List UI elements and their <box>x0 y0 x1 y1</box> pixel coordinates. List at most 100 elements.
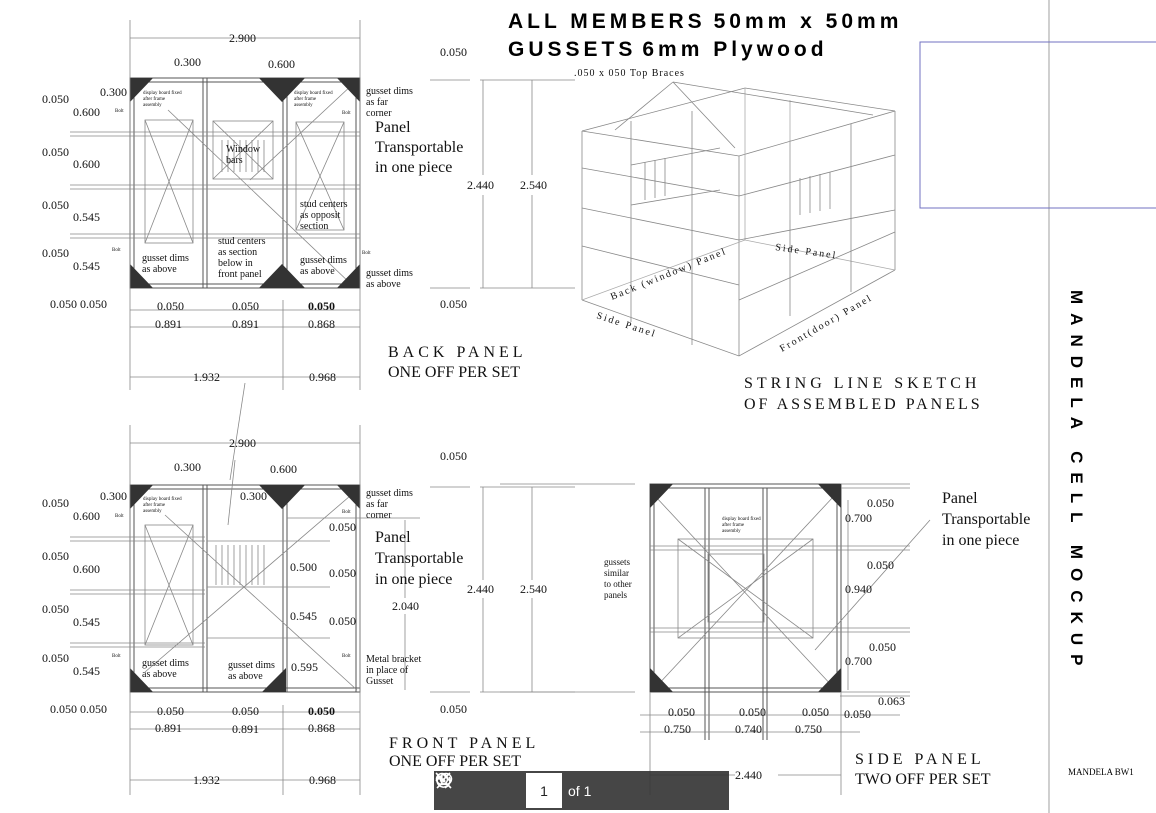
svg-text:2.440: 2.440 <box>467 178 494 192</box>
svg-text:Bolt: Bolt <box>115 109 124 114</box>
svg-text:0.891: 0.891 <box>232 722 259 736</box>
svg-text:0.891: 0.891 <box>232 317 259 331</box>
drawing-number: MANDELA BW1 <box>1068 767 1134 777</box>
svg-text:Bolt: Bolt <box>115 514 124 519</box>
front-panel-drawing <box>70 382 575 795</box>
project-title: MANDELA CELL MOCKUP <box>1067 290 1086 674</box>
svg-text:0.968: 0.968 <box>309 370 336 384</box>
svg-text:0.600: 0.600 <box>73 509 100 523</box>
front-panel-dimensions: 2.900 0.300 0.600 0.300 0.300 0.050 0.60… <box>42 436 547 787</box>
side-panel-right-label: Side Panel <box>775 242 838 262</box>
svg-text:0.050 0.050: 0.050 0.050 <box>50 297 107 311</box>
back-panel-quantity: ONE OFF PER SET <box>388 364 520 381</box>
back-window-panel-label: Back (window) Panel <box>609 246 729 303</box>
svg-text:0.050: 0.050 <box>42 549 69 563</box>
svg-text:0.545: 0.545 <box>73 259 100 273</box>
svg-text:0.600: 0.600 <box>73 562 100 576</box>
svg-text:Bolt: Bolt <box>362 251 371 256</box>
rotate-button[interactable] <box>436 771 673 810</box>
title-box <box>919 41 1156 209</box>
pdf-toolbar: of 1 <box>434 771 729 810</box>
next-page-button[interactable] <box>435 771 510 810</box>
zoom-in-button[interactable] <box>435 771 637 810</box>
side-panel-caption: SIDE PANEL <box>855 751 985 768</box>
sketch-caption: STRING LINE SKETCH <box>744 375 980 392</box>
svg-text:0.050: 0.050 <box>867 558 894 572</box>
page-number-input[interactable] <box>526 773 562 808</box>
svg-text:0.868: 0.868 <box>308 317 335 331</box>
back-panel-dimensions: 2.900 0.300 0.600 0.300 0.050 0.600 0.05… <box>42 31 547 384</box>
front-panel-quantity: ONE OFF PER SET <box>389 753 521 770</box>
svg-text:0.545: 0.545 <box>290 609 317 623</box>
back-panel-drawing <box>70 20 575 390</box>
svg-text:Bolt: Bolt <box>112 654 121 659</box>
svg-text:0.300: 0.300 <box>100 85 127 99</box>
svg-text:2.540: 2.540 <box>520 178 547 192</box>
svg-text:0.050: 0.050 <box>844 707 871 721</box>
side-panel-drawing <box>500 483 931 795</box>
svg-text:0.050: 0.050 <box>232 704 259 718</box>
svg-text:0.050: 0.050 <box>232 299 259 313</box>
svg-text:0.050: 0.050 <box>157 299 184 313</box>
svg-text:0.600: 0.600 <box>268 57 295 71</box>
search-button[interactable] <box>436 771 709 810</box>
side-panel-quantity: TWO OFF PER SET <box>855 771 991 788</box>
svg-text:0.050: 0.050 <box>329 566 356 580</box>
search-icon <box>436 772 453 789</box>
front-door-panel-label: Front(door) Panel <box>778 292 875 354</box>
svg-text:0.600: 0.600 <box>73 157 100 171</box>
front-panel-caption: FRONT PANEL <box>389 735 539 752</box>
svg-text:0.050: 0.050 <box>440 702 467 716</box>
svg-text:2.440: 2.440 <box>735 768 762 782</box>
svg-text:0.940: 0.940 <box>845 582 872 596</box>
svg-text:1.932: 1.932 <box>193 773 220 787</box>
svg-text:0.050 0.050: 0.050 0.050 <box>50 702 107 716</box>
svg-text:2.900: 2.900 <box>229 31 256 45</box>
svg-text:0.595: 0.595 <box>291 660 318 674</box>
svg-text:0.750: 0.750 <box>795 722 822 736</box>
string-line-sketch <box>581 81 896 357</box>
svg-text:0.891: 0.891 <box>155 721 182 735</box>
svg-text:0.868: 0.868 <box>308 721 335 735</box>
svg-text:0.050: 0.050 <box>42 198 69 212</box>
svg-text:0.500: 0.500 <box>290 560 317 574</box>
page-count: of 1 <box>568 782 592 799</box>
svg-text:0.750: 0.750 <box>664 722 691 736</box>
svg-text:1.932: 1.932 <box>193 370 220 384</box>
svg-text:2.440: 2.440 <box>467 582 494 596</box>
svg-text:0.300: 0.300 <box>100 489 127 503</box>
svg-text:0.050: 0.050 <box>329 520 356 534</box>
side-panel-left-label: Side Panel <box>595 310 658 340</box>
top-braces-label: .050 x 050 Top Braces <box>574 68 685 79</box>
svg-text:0.050: 0.050 <box>42 246 69 260</box>
svg-text:0.050: 0.050 <box>42 92 69 106</box>
svg-text:2.540: 2.540 <box>520 582 547 596</box>
svg-text:0.300: 0.300 <box>174 55 201 69</box>
svg-text:0.050: 0.050 <box>869 640 896 654</box>
svg-text:0.050: 0.050 <box>42 602 69 616</box>
svg-text:0.050: 0.050 <box>157 704 184 718</box>
svg-text:0.050: 0.050 <box>308 299 335 313</box>
svg-text:0.700: 0.700 <box>845 654 872 668</box>
svg-text:0.050: 0.050 <box>440 45 467 59</box>
